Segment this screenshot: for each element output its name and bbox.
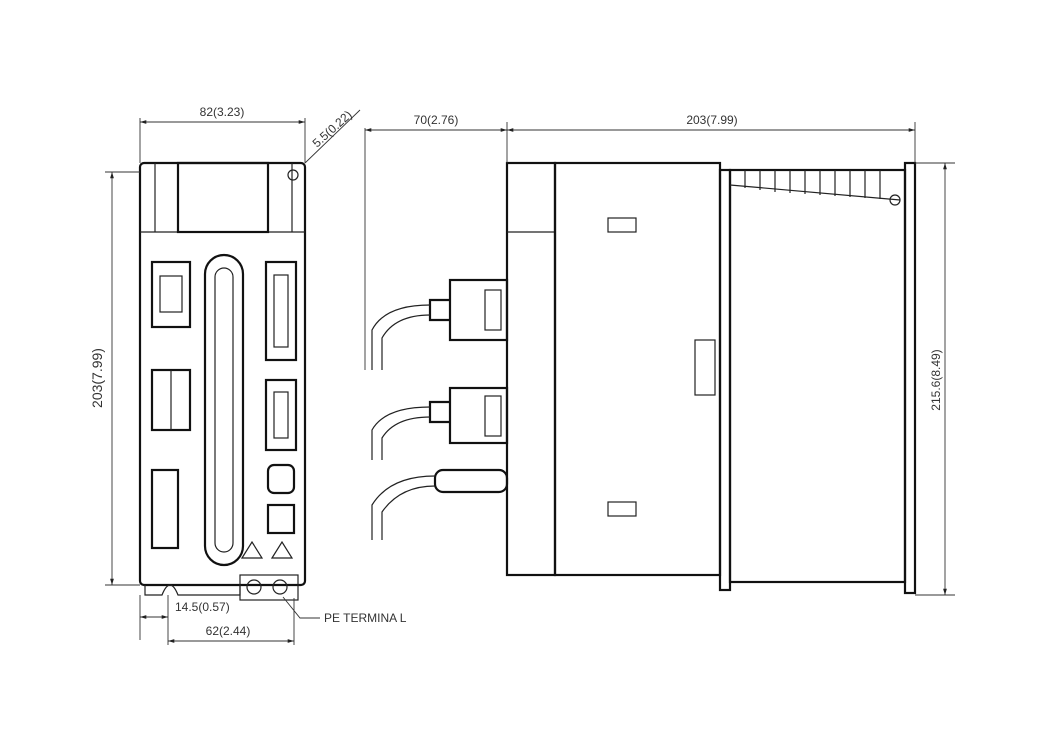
dim-side-depth: 203(7.99) — [686, 113, 737, 127]
front-view — [138, 161, 307, 601]
pe-terminal-callout: PE TERMINA L — [324, 611, 407, 625]
dimension-lines — [105, 109, 955, 645]
dim-mount-offset: 14.5(0.57) — [175, 600, 230, 614]
dim-cable-clearance: 70(2.76) — [414, 113, 459, 127]
dim-front-corner: 5.5(0.22) — [310, 108, 355, 151]
dim-mount-pitch: 62(2.44) — [206, 624, 251, 638]
side-view — [371, 161, 917, 595]
dim-front-height: 203(7.99) — [89, 348, 105, 408]
dim-side-height: 215.6(8.49) — [929, 349, 943, 410]
heatsink-fins — [744, 170, 881, 199]
dim-front-width: 82(3.23) — [200, 105, 245, 119]
cables — [371, 278, 509, 540]
